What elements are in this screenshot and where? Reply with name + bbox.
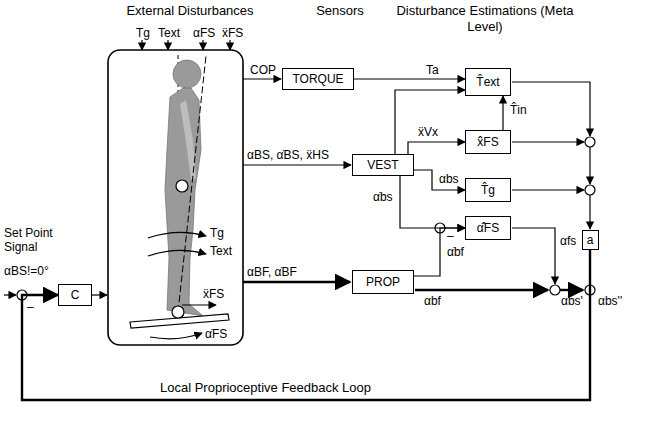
signal-connector bbox=[408, 142, 465, 154]
signal-label: Text bbox=[210, 244, 232, 258]
signal-connector bbox=[502, 96, 503, 130]
illustration-part bbox=[512, 141, 584, 142]
signal-label: αfs bbox=[560, 234, 576, 248]
illustration-part bbox=[148, 232, 206, 238]
sensor-box: VEST bbox=[352, 154, 414, 176]
signal-connector bbox=[395, 90, 465, 154]
illustration-part bbox=[585, 137, 595, 147]
body-frame bbox=[108, 50, 243, 345]
estimator-box: ẍ̂FS bbox=[465, 130, 511, 154]
signal-connector bbox=[22, 250, 590, 400]
section-heading: Disturbance Estimations (Meta Level) bbox=[390, 3, 580, 35]
illustration-part bbox=[4, 294, 16, 295]
signal-label: αbf bbox=[424, 294, 441, 308]
illustration-part bbox=[243, 281, 350, 283]
signal-wires bbox=[4, 79, 590, 295]
signal-label: αBF, α̇BF bbox=[247, 265, 297, 279]
signal-label: – bbox=[447, 229, 454, 243]
signal-label: ẍVx bbox=[417, 125, 439, 139]
illustration-part bbox=[243, 164, 351, 165]
disturbance-arrows bbox=[142, 40, 230, 50]
signal-label: α̇FS bbox=[205, 327, 227, 341]
section-heading: External Disturbances bbox=[126, 3, 253, 19]
illustration-part bbox=[560, 289, 583, 291]
signal-label: αFS bbox=[193, 26, 215, 40]
box-label: ẍ̂FS bbox=[477, 135, 498, 149]
box-label: α̇̂FS bbox=[477, 221, 499, 235]
signal-connector bbox=[414, 170, 465, 190]
signal-label: ẍFS bbox=[222, 26, 243, 40]
estimator-box: T̂g bbox=[465, 178, 511, 202]
signal-label: Tg bbox=[210, 226, 224, 240]
signal-connector bbox=[354, 78, 465, 79]
illustration-part bbox=[243, 78, 281, 79]
illustration-part bbox=[512, 228, 555, 284]
signal-label: Tg bbox=[136, 26, 150, 40]
summing-junction bbox=[17, 137, 595, 300]
illustration-part bbox=[202, 40, 203, 50]
signal-label: Local Proprioceptive Feedback Loop bbox=[160, 380, 371, 396]
signal-label: Text bbox=[158, 26, 180, 40]
box-label: TORQUE bbox=[292, 72, 343, 86]
illustration-part bbox=[415, 289, 548, 291]
person-head bbox=[173, 60, 201, 88]
box-label: T̂ext bbox=[476, 75, 499, 89]
estimator-box: T̂ext bbox=[465, 68, 511, 96]
illustration-part bbox=[92, 294, 107, 295]
gain-box: a bbox=[582, 230, 599, 250]
signal-label: αbs' bbox=[561, 294, 583, 308]
illustration-part bbox=[167, 40, 168, 50]
box-label: PROP bbox=[366, 275, 400, 289]
signal-connector bbox=[414, 228, 465, 276]
sensor-box: PROP bbox=[352, 270, 414, 294]
illustration-part bbox=[589, 195, 590, 229]
signal-label: α̇bs bbox=[372, 190, 394, 204]
illustration-part bbox=[141, 40, 142, 50]
controller-box: C bbox=[58, 284, 92, 306]
signal-label: Ta bbox=[425, 63, 440, 77]
signal-label: αbs'' bbox=[598, 294, 622, 308]
illustration-part bbox=[589, 147, 590, 184]
illustration-part bbox=[229, 40, 230, 50]
hip-joint bbox=[176, 180, 188, 192]
sensor-box: TORQUE bbox=[282, 68, 354, 90]
box-label: C bbox=[71, 288, 80, 302]
section-heading: Sensors bbox=[316, 3, 364, 19]
illustration-part bbox=[512, 189, 584, 190]
signal-label: α̇bf bbox=[446, 245, 465, 259]
signal-label: T̂in bbox=[509, 103, 528, 117]
signal-label: αBS!=0° bbox=[4, 264, 49, 278]
signal-label: COP bbox=[250, 63, 276, 77]
signal-label: αBS, α̇BS, ẍHS bbox=[247, 148, 329, 162]
box-label: VEST bbox=[367, 158, 398, 172]
illustration-part bbox=[550, 285, 560, 295]
estimator-box: α̇̂FS bbox=[465, 216, 511, 240]
signal-label: Set Point Signal bbox=[4, 226, 66, 254]
signal-label: αbs bbox=[438, 172, 460, 186]
person-body bbox=[165, 88, 203, 316]
illustration-part bbox=[148, 250, 206, 256]
illustration-part bbox=[585, 185, 595, 195]
signal-label: ẍFS bbox=[203, 287, 224, 301]
illustration-part bbox=[182, 304, 216, 305]
box-label: T̂g bbox=[481, 183, 495, 197]
illustration-part bbox=[150, 333, 202, 339]
signal-label: – bbox=[27, 300, 34, 314]
box-label: a bbox=[587, 233, 594, 247]
disturbance-arrows bbox=[148, 232, 216, 338]
ankle-joint bbox=[172, 306, 184, 318]
